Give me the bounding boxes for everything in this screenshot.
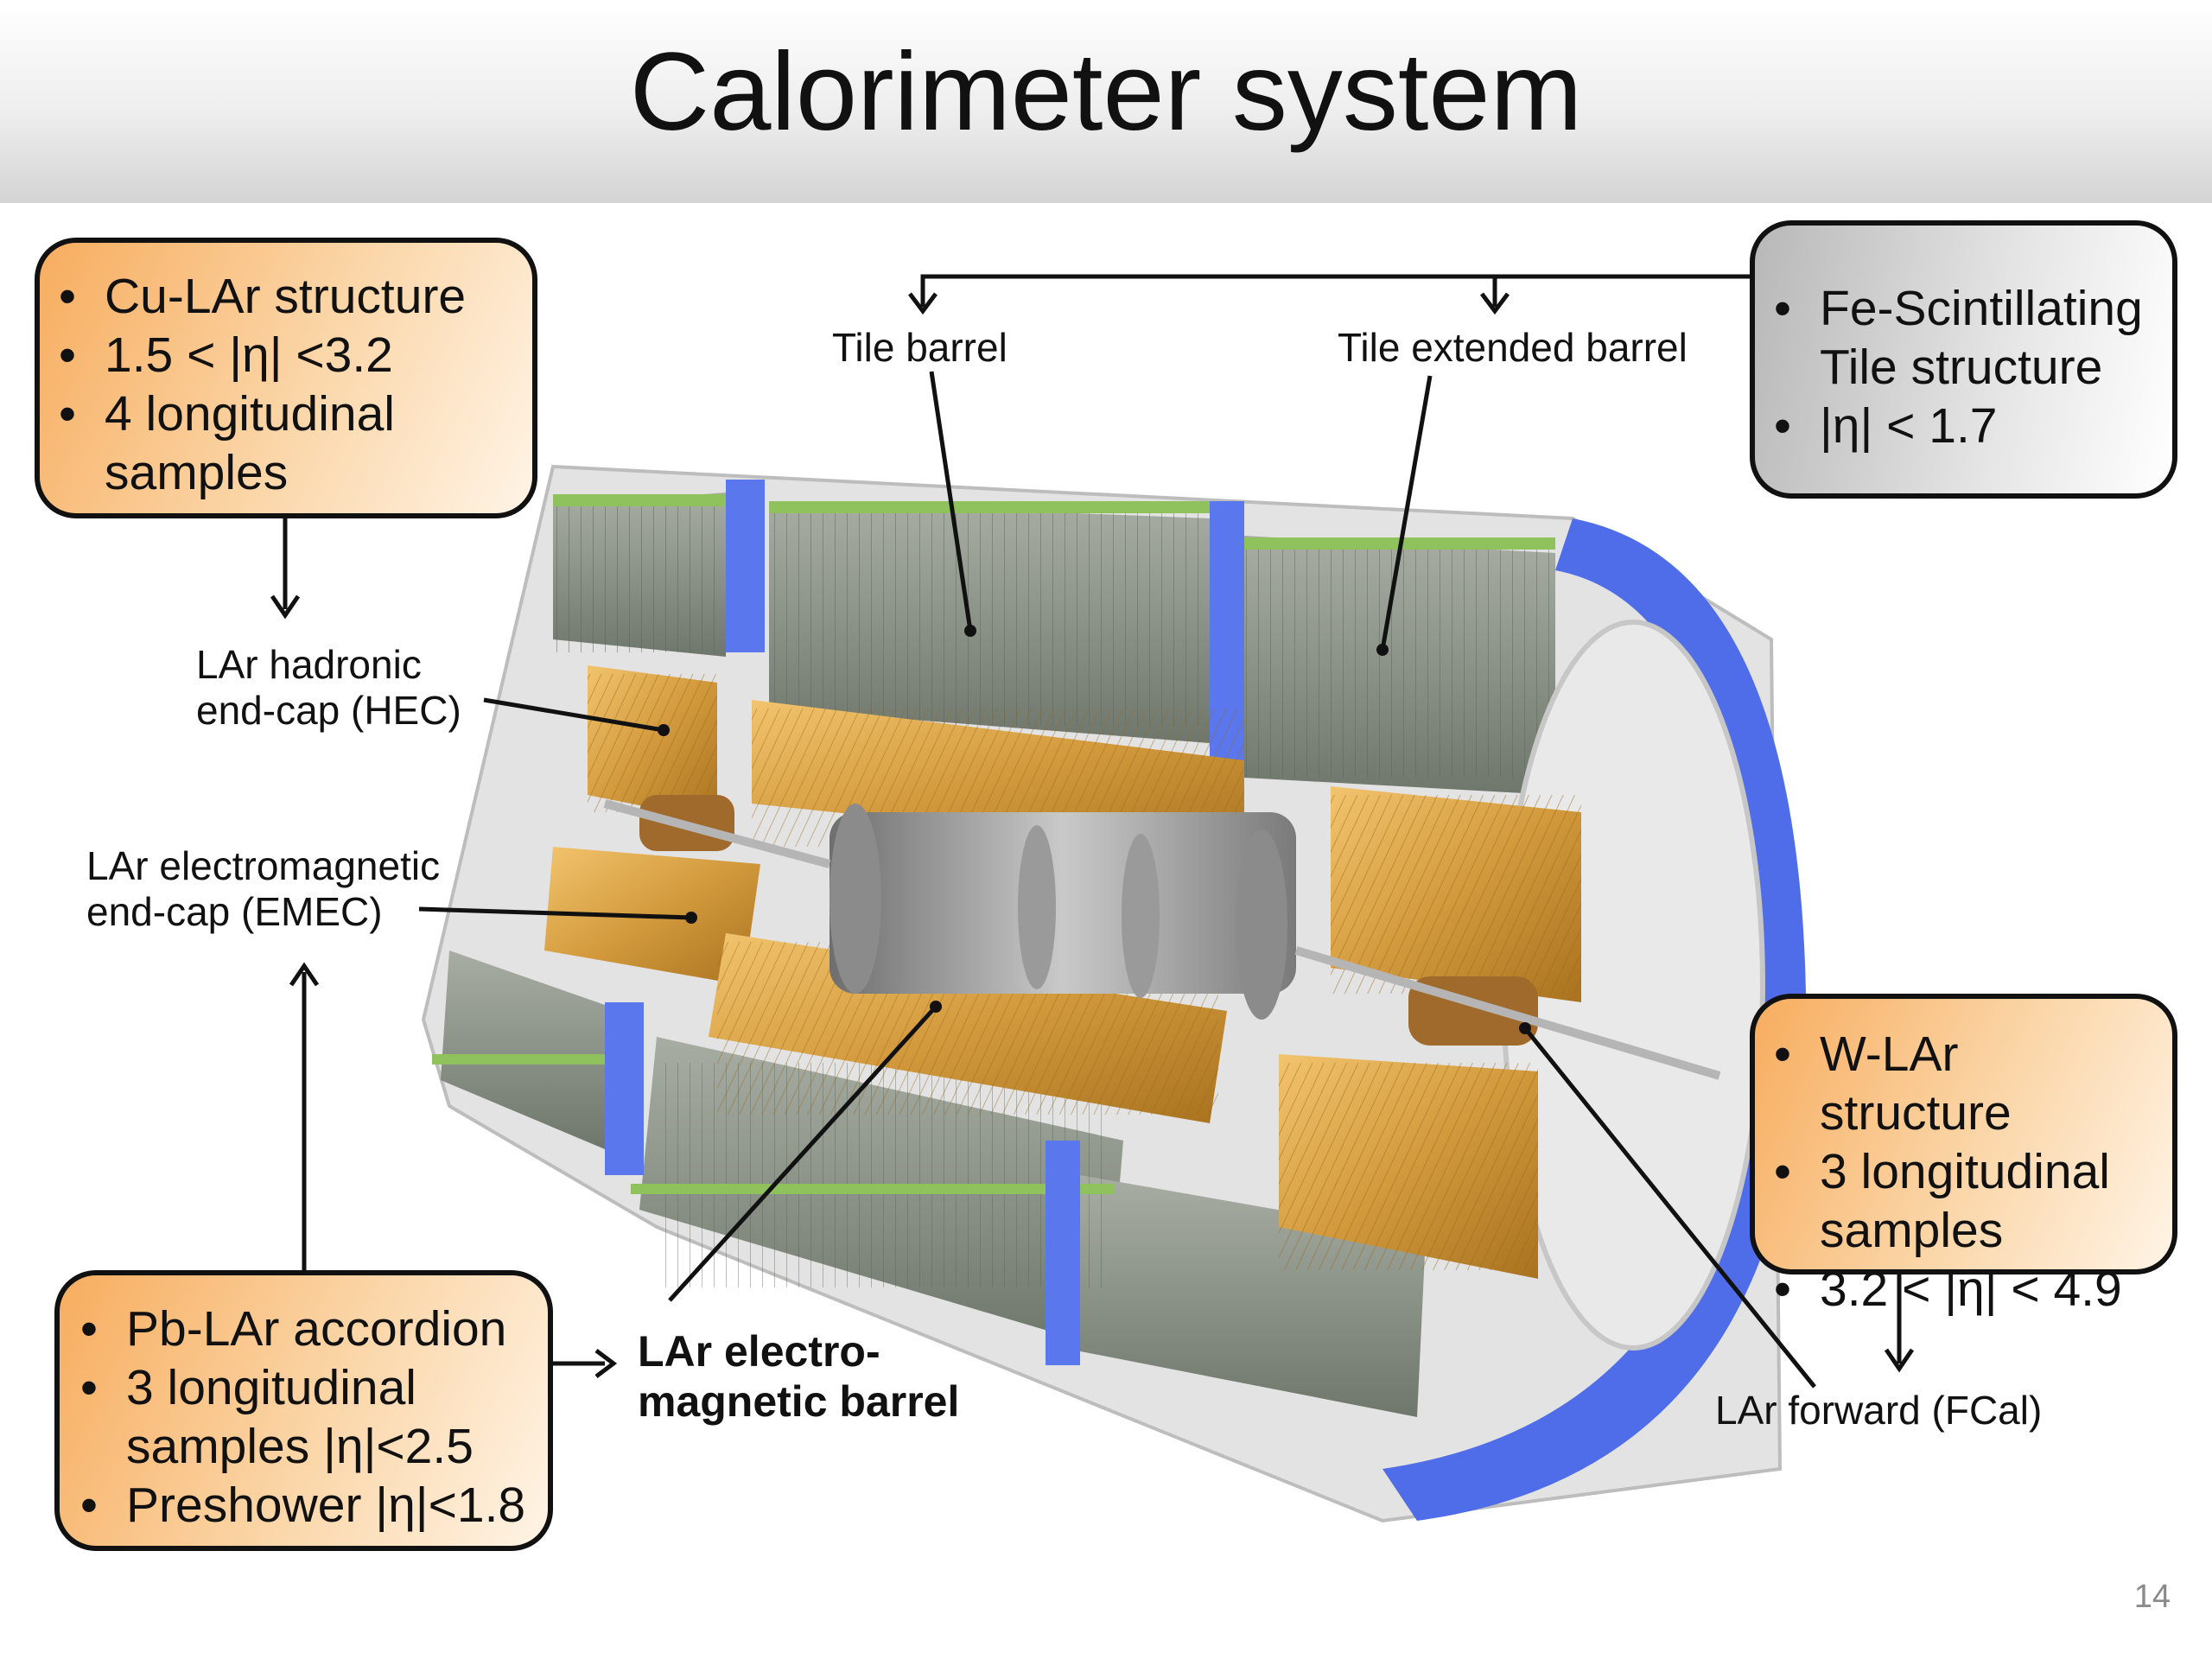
tile-hatch-barrel [769,510,1210,726]
dot-emec [685,912,697,924]
label-em-barrel-line1: LAr electro- [638,1327,880,1376]
label-hec-line1: LAr hadronic [196,642,422,687]
leader-emec [418,906,692,920]
tile-info-box: Fe-Scintillating Tile structure |η| < 1.… [1750,220,2177,499]
em-barrel-info-item: Preshower |η|<1.8 [70,1476,531,1535]
hec-info-item: Cu-LAr structure [48,267,515,326]
electronics-strip-2 [769,501,1210,513]
label-tile-extended-barrel: Tile extended barrel [1338,325,1688,370]
dot-tile-barrel [964,625,976,637]
tile-info-item: |η| < 1.7 [1764,397,2155,455]
callout-lines [283,274,1902,1389]
em-barrel-info-list: Pb-LAr accordion 3 longitudinal samples … [70,1300,531,1535]
tile-arrowhead-2 [1480,292,1510,315]
fcal-arrowhead [1884,1348,1915,1373]
tile-info-item: Fe-Scintillating Tile structure [1764,279,2155,397]
label-fcal: LAr forward (FCal) [1715,1388,2043,1433]
leader-em-barrel [668,1005,938,1302]
leader-tile-extended [1380,375,1433,651]
inner-disk-4 [1236,830,1287,1020]
hec-info-item: 1.5 < |η| <3.2 [48,326,515,385]
hec-hatch-left [588,674,717,812]
hec-info-box: Cu-LAr structure 1.5 < |η| <3.2 4 longit… [35,238,537,518]
slide-title: Calorimeter system [629,30,1583,154]
fcal-info-item: 3 longitudinal samples [1764,1142,2155,1260]
fcal-info-list: W-LAr structure 3 longitudinal samples 3… [1764,1025,2155,1319]
electronics-strip-4 [432,1054,622,1065]
leader-hec [483,697,664,733]
tile-info-list: Fe-Scintillating Tile structure |η| < 1.… [1764,279,2155,455]
label-tile-barrel: Tile barrel [832,325,1007,370]
page-number: 14 [2133,1579,2171,1615]
electronics-strip-1 [553,494,726,506]
label-emec-line2: end-cap (EMEC) [86,889,383,934]
tile-arrowhead-1 [908,292,938,315]
inner-detector-body [830,812,1296,994]
support-bar-1 [726,480,765,652]
dot-hec [658,724,670,736]
inner-detector [830,804,1296,1020]
em-barrel-info-item: 3 longitudinal samples |η|<2.5 [70,1358,531,1476]
hec-hatch-right-lower [1279,1063,1538,1270]
em-arrowhead [594,1349,618,1378]
tile-hatch-extended [1244,544,1555,778]
inner-disk-2 [1018,825,1056,989]
label-emec-line1: LAr electromagnetic [86,843,441,888]
em-barrel-info-item: Pb-LAr accordion [70,1300,531,1358]
electronics-strip-5 [631,1184,1115,1194]
support-bar-3 [605,1002,644,1175]
dot-tile-extended [1376,644,1389,656]
label-em-barrel-line2: magnetic barrel [638,1377,960,1426]
inner-disk-1 [830,804,881,994]
hec-hatch-right [1331,795,1581,994]
leader-fcal [1523,1027,1816,1389]
hec-info-list: Cu-LAr structure 1.5 < |η| <3.2 4 longit… [48,267,515,502]
em-barrel-info-box: Pb-LAr accordion 3 longitudinal samples … [54,1270,553,1551]
dot-fcal [1519,1022,1531,1034]
hec-info-item: 4 longitudinal samples [48,385,515,502]
title-bar: Calorimeter system [0,0,2212,203]
label-hec-line2: end-cap (HEC) [196,688,461,733]
hec-arrowhead [270,594,301,620]
beam-pipe-right [1294,946,1721,1080]
fcal-info-box: W-LAr structure 3 longitudinal samples 3… [1750,994,2177,1319]
tile-hatch-upper-left [553,505,726,652]
emec-arrowhead [289,962,320,987]
fcal-info-item: 3.2 < |η| < 4.9 [1764,1260,2155,1319]
inner-disk-3 [1122,834,1160,998]
dot-em-barrel [930,1001,942,1013]
hec-modules [588,665,1581,1279]
arrow-heads [270,292,1915,1378]
tile-module-lower-left [441,950,622,1149]
leader-tile-barrel [929,371,973,632]
tile-bracket-line [920,274,1754,307]
beam-pipe-left [603,799,831,868]
support-bar-4 [1046,1141,1080,1365]
leader-dots [658,625,1531,1034]
fcal-info-item: W-LAr structure [1764,1025,2155,1142]
